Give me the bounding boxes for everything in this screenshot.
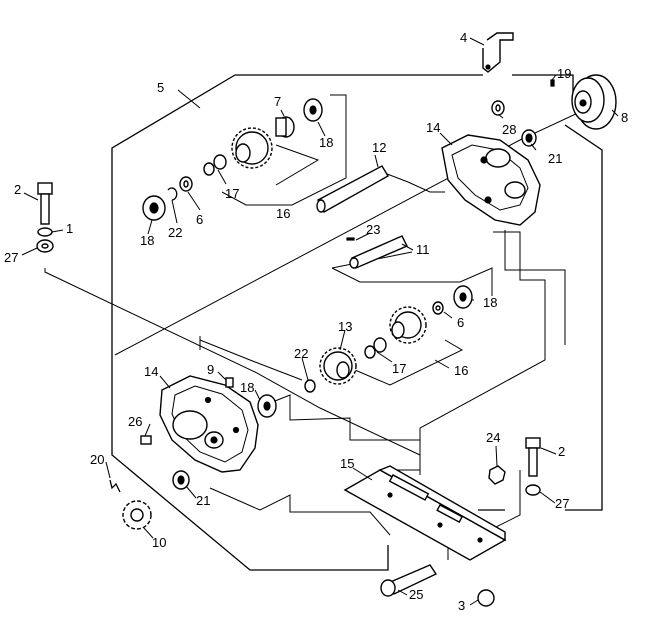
- callout-7: 7: [274, 94, 281, 109]
- plug-26: [140, 435, 152, 445]
- leader-lines: [21, 37, 619, 606]
- callout-16-upper: 16: [276, 206, 290, 221]
- washer-28: [491, 100, 505, 116]
- callout-18-lower: 18: [240, 380, 254, 395]
- bolt-right: [525, 437, 541, 477]
- lever-25: [380, 564, 438, 597]
- callout-12: 12: [372, 140, 386, 155]
- shaft-11: [346, 235, 408, 269]
- callout-5: 5: [157, 80, 164, 95]
- callout-2-right: 2: [558, 444, 565, 459]
- callout-15: 15: [340, 456, 354, 471]
- callout-26: 26: [128, 414, 142, 429]
- callout-3: 3: [458, 598, 465, 613]
- callout-20: 20: [90, 452, 104, 467]
- bolt-left: [37, 182, 53, 225]
- callout-19: 19: [557, 66, 571, 81]
- callout-25: 25: [409, 587, 423, 602]
- callout-14-right: 14: [426, 120, 440, 135]
- callout-9: 9: [207, 362, 214, 377]
- callout-13: 13: [338, 319, 352, 334]
- callout-27-right: 27: [555, 496, 569, 511]
- callout-21-top: 21: [548, 151, 562, 166]
- callout-6-upper: 6: [196, 212, 203, 227]
- callout-27-left: 27: [4, 250, 18, 265]
- housing-14-left: [159, 375, 259, 473]
- callout-22-lower: 22: [294, 346, 308, 361]
- washer-27-left: [36, 239, 54, 253]
- callout-6-lower: 6: [457, 315, 464, 330]
- nut-3: [477, 589, 495, 607]
- housing-14-right: [441, 134, 541, 226]
- gear-assembly-lower: [257, 285, 473, 418]
- callout-22-upper: 22: [168, 225, 182, 240]
- callout-17-upper: 17: [225, 186, 239, 201]
- callout-17-lower: 17: [392, 361, 406, 376]
- callout-11: 11: [416, 242, 430, 257]
- assembly-outline: [111, 74, 603, 571]
- callout-10: 10: [152, 535, 166, 550]
- callout-1: 1: [66, 221, 73, 236]
- nut-24: [488, 465, 506, 485]
- callout-14-left: 14: [144, 364, 158, 379]
- callout-18-upper-left: 18: [140, 233, 154, 248]
- callout-16-lower: 16: [454, 363, 468, 378]
- callout-18-top: 18: [319, 135, 333, 150]
- pulley-8: [571, 74, 617, 130]
- plate-15: [343, 465, 507, 561]
- callout-labels: 1 2 2 3 4 5 6 6 7 8 9 10 11 12 13 14 14 …: [4, 30, 628, 613]
- shaft-12: [316, 165, 389, 213]
- washer-27-right: [525, 484, 541, 496]
- dowel-9: [225, 377, 234, 388]
- callout-2-left: 2: [14, 182, 21, 197]
- pin-19: [550, 79, 555, 87]
- spring-20: [109, 479, 121, 493]
- callout-21-lower: 21: [196, 493, 210, 508]
- sprocket-10: [122, 500, 152, 530]
- callout-18-right: 18: [483, 295, 497, 310]
- callout-4: 4: [460, 30, 467, 45]
- bearing-21-top: [521, 129, 537, 147]
- bearing-21-lower: [172, 470, 190, 490]
- callout-8: 8: [621, 110, 628, 125]
- bracket-4: [482, 32, 514, 73]
- callout-24: 24: [486, 430, 500, 445]
- callout-23: 23: [366, 222, 380, 237]
- gear-assembly-upper: [142, 98, 323, 221]
- washer-1: [37, 227, 53, 237]
- callout-28: 28: [502, 122, 516, 137]
